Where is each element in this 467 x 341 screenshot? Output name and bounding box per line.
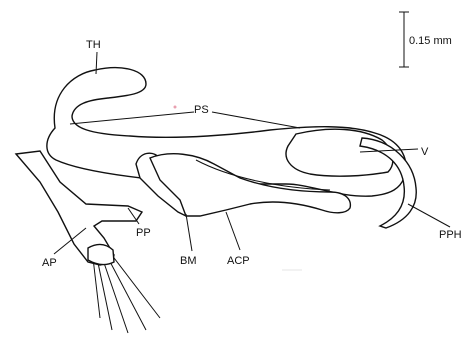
- paper-speck: [174, 106, 177, 109]
- label-acp: ACP: [227, 255, 250, 267]
- label-pp: PP: [136, 227, 151, 239]
- label-v: V: [421, 146, 429, 158]
- scale-bar: 0.15 mm: [399, 12, 452, 67]
- apodeme-cap: [88, 244, 114, 264]
- label-pph: PPH: [439, 229, 462, 241]
- scale-bar-label: 0.15 mm: [409, 35, 452, 47]
- label-th: TH: [86, 39, 101, 51]
- label-bm: BM: [180, 255, 197, 267]
- label-ps: PS: [194, 104, 209, 116]
- apodeme-bristles: [93, 254, 160, 333]
- label-ap: AP: [42, 257, 57, 269]
